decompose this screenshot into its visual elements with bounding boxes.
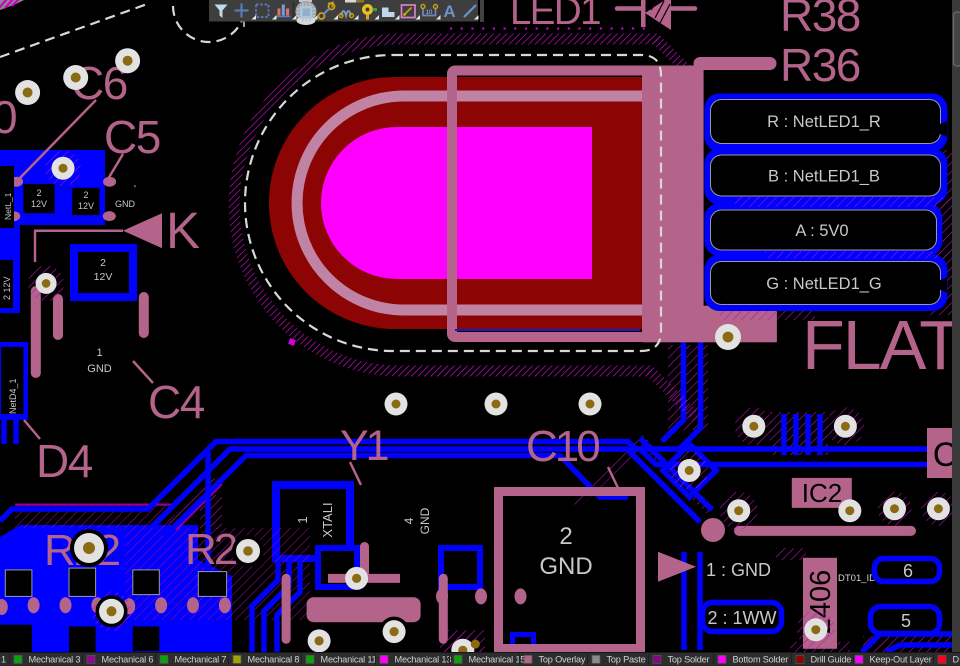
svg-text:12V: 12V [78, 201, 94, 211]
svg-text:R38: R38 [780, 0, 860, 41]
svg-text:2: 2 [559, 523, 572, 550]
svg-text:Y1: Y1 [340, 422, 388, 470]
svg-text:DT01_ID: DT01_ID [838, 573, 876, 584]
svg-text:Top Solder: Top Solder [668, 655, 710, 665]
svg-text:Top Paste: Top Paste [607, 655, 646, 665]
svg-text:B : NetLED1_B: B : NetLED1_B [768, 168, 880, 186]
svg-text:2: 2 [83, 190, 88, 200]
svg-text:0: 0 [0, 91, 16, 143]
svg-text:C10: C10 [526, 422, 599, 471]
svg-text:12V: 12V [94, 271, 113, 283]
svg-text:Mechanical 3: Mechanical 3 [29, 655, 81, 665]
svg-text:C5: C5 [104, 111, 160, 163]
svg-text:Keep-Out Layer: Keep-Out Layer [870, 655, 932, 665]
svg-text:Mechanical 8: Mechanical 8 [248, 655, 300, 665]
svg-text:D: D [953, 655, 960, 665]
svg-text:2: 2 [36, 188, 41, 198]
svg-text:6: 6 [903, 561, 913, 581]
svg-text:A: A [443, 2, 455, 21]
svg-text:2 12V: 2 12V [2, 276, 12, 300]
svg-text:D4: D4 [36, 435, 93, 487]
svg-text:GND: GND [87, 363, 112, 375]
svg-text:XTALI: XTALI [320, 502, 335, 537]
svg-text:2: 2 [100, 257, 106, 269]
svg-text:12V: 12V [31, 199, 47, 209]
svg-text:Mechanical 15: Mechanical 15 [469, 655, 526, 665]
svg-text:GND: GND [418, 507, 432, 534]
svg-text:2 : 1WW: 2 : 1WW [707, 608, 776, 628]
svg-text:5: 5 [901, 611, 911, 631]
svg-text:1: 1 [96, 347, 102, 359]
svg-text:GND: GND [539, 553, 592, 580]
svg-text:LED1: LED1 [510, 0, 600, 33]
svg-text:Mechanical 6: Mechanical 6 [102, 655, 154, 665]
svg-text:R2: R2 [185, 525, 237, 574]
svg-text:R36: R36 [780, 39, 860, 91]
svg-text:Mechanical 11: Mechanical 11 [321, 655, 377, 665]
svg-text:10: 10 [426, 10, 433, 16]
svg-text:R : NetLED1_R: R : NetLED1_R [767, 113, 881, 131]
svg-text:K: K [166, 202, 200, 259]
svg-text:A : 5V0: A : 5V0 [795, 222, 848, 240]
svg-text:FLAT: FLAT [802, 306, 960, 384]
svg-text:GND: GND [115, 199, 136, 209]
svg-text:G : NetLED1_G: G : NetLED1_G [766, 275, 882, 293]
svg-text:1: 1 [295, 516, 310, 523]
svg-text:C4: C4 [148, 376, 205, 428]
svg-text:NetL_1: NetL_1 [3, 192, 13, 220]
svg-text:Mechanical 13: Mechanical 13 [395, 655, 452, 665]
svg-text:': ' [134, 184, 136, 195]
svg-text:Drill Guide: Drill Guide [811, 655, 852, 665]
svg-text:4: 4 [402, 517, 416, 524]
svg-text:1 : GND: 1 : GND [706, 560, 771, 580]
svg-text:Bottom Solder: Bottom Solder [733, 655, 789, 665]
svg-text:Mechanical 7: Mechanical 7 [175, 655, 227, 665]
svg-text:NetD4_1: NetD4_1 [8, 378, 18, 414]
svg-text:1: 1 [1, 655, 6, 665]
svg-text:Top Overlay: Top Overlay [539, 655, 586, 665]
svg-text:IC2: IC2 [802, 478, 842, 508]
